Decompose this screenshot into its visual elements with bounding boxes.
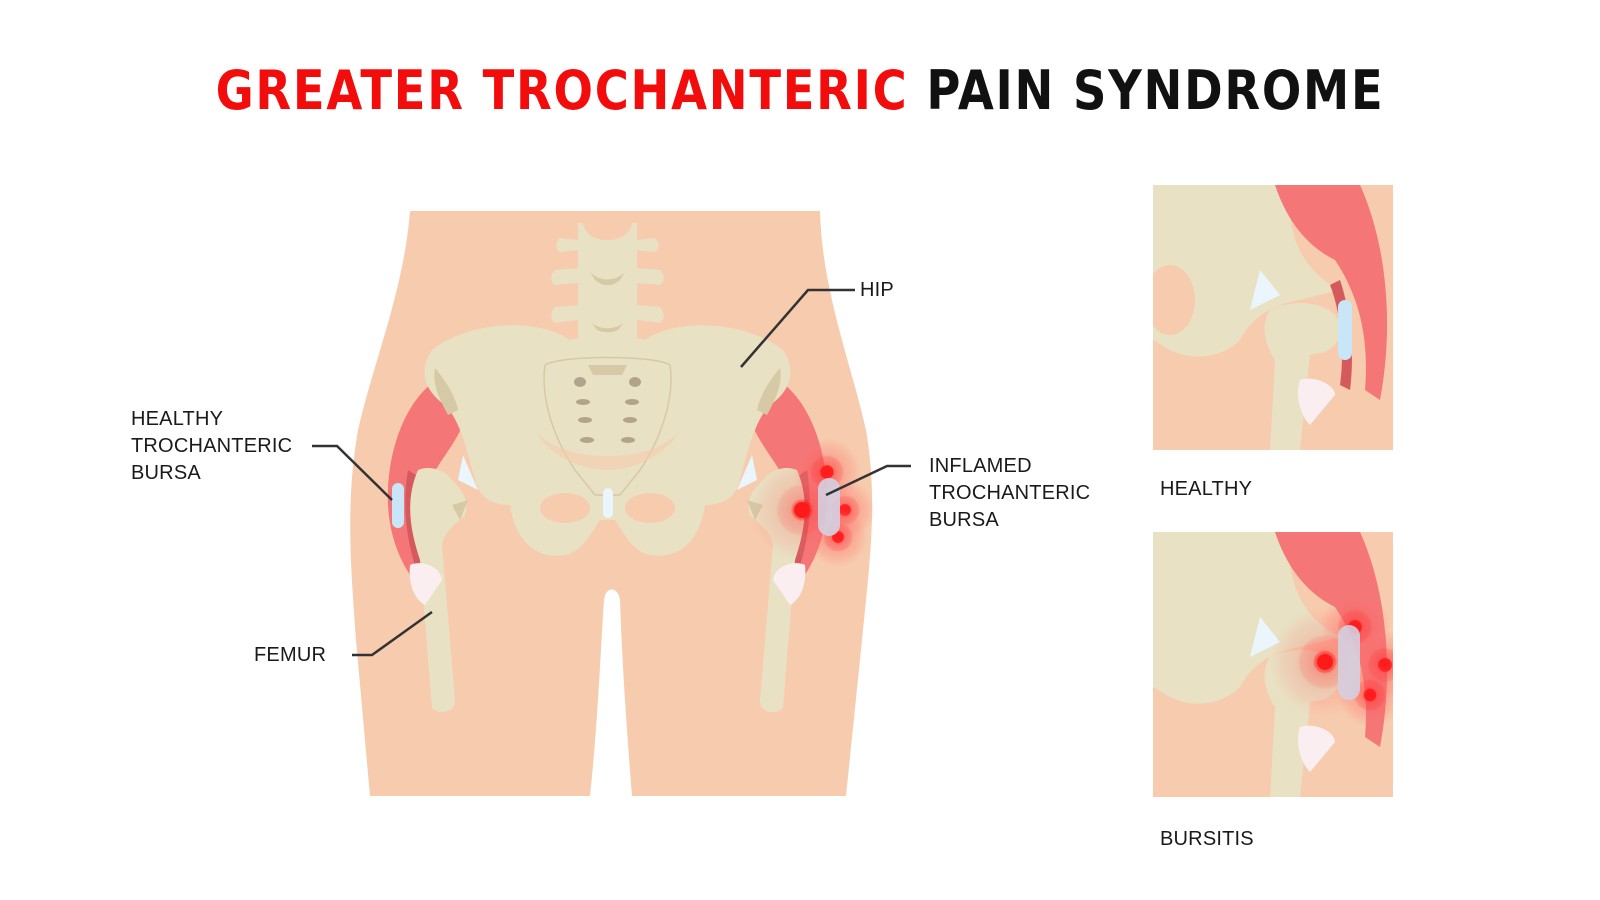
bursitis-panel-illustration — [1153, 532, 1393, 797]
femur-label: FEMUR — [254, 644, 327, 666]
hip-label: HIP — [860, 279, 894, 301]
inflamed-bursa-label: INFLAMED TROCHANTERIC BURSA — [929, 455, 1091, 531]
inflamed-bursa — [750, 438, 875, 567]
title-highlight: GREATER TROCHANTERIC — [215, 59, 909, 122]
left-femur — [409, 455, 478, 713]
femur-leader — [352, 610, 433, 657]
pelvis-bone — [424, 325, 791, 556]
healthy-bursa-leader — [312, 444, 393, 501]
healthy-panel-caption: HEALTHY — [1160, 478, 1253, 500]
healthy-bursa-label: HEALTHY TROCHANTERIC BURSA — [131, 408, 293, 484]
hip-leader — [740, 288, 855, 368]
bursitis-panel-caption: BURSITIS — [1160, 828, 1254, 850]
page-title: GREATER TROCHANTERIC PAIN SYNDROME — [112, 56, 1488, 126]
lumbar-spine — [551, 223, 664, 375]
leader-lines — [312, 288, 911, 657]
inflamed-bursa-leader — [825, 464, 911, 497]
healthy-bursa — [392, 483, 404, 528]
healthy-panel-illustration — [1153, 185, 1393, 450]
title-rest: PAIN SYNDROME — [926, 59, 1385, 122]
